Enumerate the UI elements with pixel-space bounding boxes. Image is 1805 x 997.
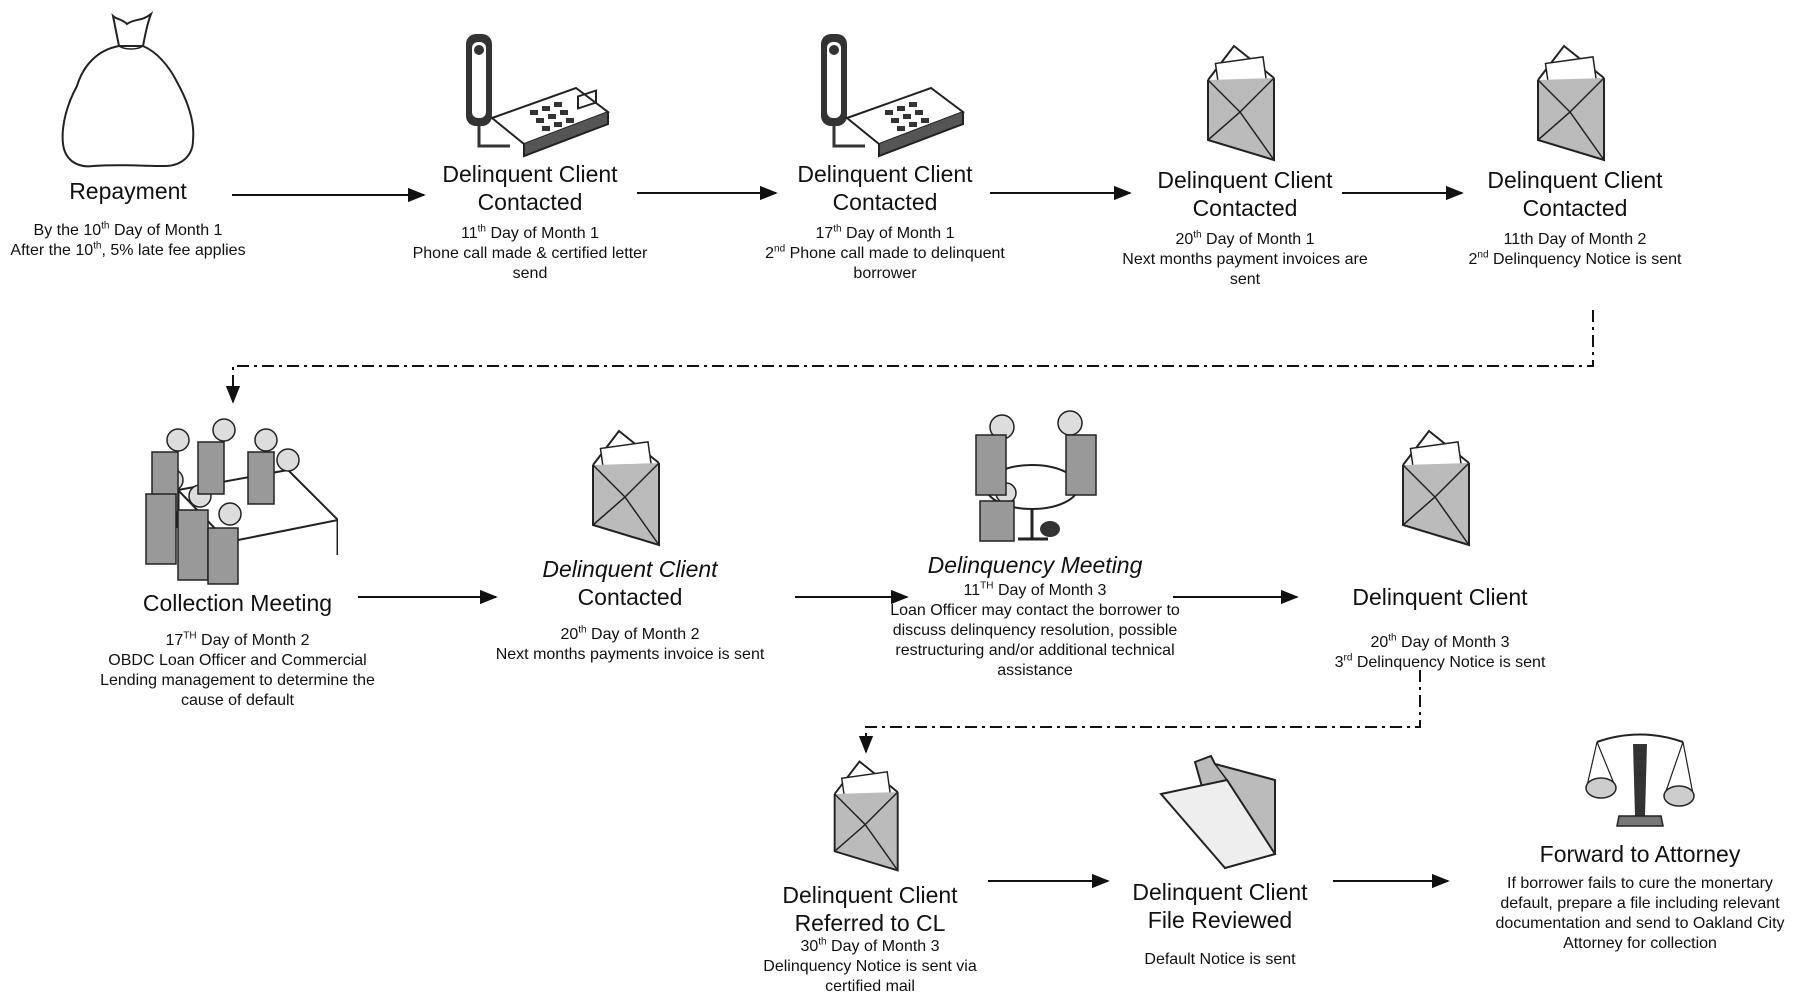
envelope-icon bbox=[1537, 44, 1605, 162]
node-repayment: Repayment By the 10th Day of Month 1 Aft… bbox=[0, 8, 256, 261]
desc-line: After the 10th, 5% late fee applies bbox=[10, 240, 246, 259]
envelope-icon bbox=[1402, 429, 1470, 547]
node-attorney: Forward to Attorney If borrower fails to… bbox=[1475, 730, 1805, 954]
desc-line: 2nd Phone call made to delinquent borrow… bbox=[765, 243, 1005, 282]
envelope-icon bbox=[592, 429, 660, 547]
telephone-icon bbox=[466, 34, 610, 158]
node-collection-meeting: Collection Meeting 17TH Day of Month 2 O… bbox=[80, 410, 395, 711]
desc-line: 20th Day of Month 1 bbox=[1175, 229, 1315, 248]
desc-line: 11TH Day of Month 3 bbox=[963, 580, 1107, 599]
desc-line: Loan Officer may contact the borrower to… bbox=[890, 602, 1180, 679]
connector-row2-to-row3 bbox=[858, 670, 1421, 754]
desc-line: Default Notice is sent bbox=[1144, 951, 1296, 968]
desc-line: Next months payments invoice is sent bbox=[495, 646, 765, 663]
desc-line: 11th Day of Month 1 bbox=[461, 223, 599, 242]
desc-line: 30th Day of Month 3 bbox=[800, 936, 940, 955]
desc-line: If borrower fails to cure the monertary … bbox=[1495, 875, 1785, 952]
connector-row1-to-row2 bbox=[225, 310, 1594, 404]
desc-line: 17TH Day of Month 2 bbox=[165, 630, 310, 649]
meeting-icon bbox=[975, 410, 1097, 542]
node-delinquency-meeting: Delinquency Meeting 11TH Day of Month 3 … bbox=[870, 405, 1200, 681]
desc-line: 2nd Delinquency Notice is sent bbox=[1468, 249, 1682, 268]
envelope-icon bbox=[833, 760, 899, 872]
folder-icon bbox=[1159, 754, 1277, 870]
node-title: Forward to Attorney bbox=[1539, 841, 1741, 867]
money-bag-icon bbox=[61, 10, 195, 168]
desc-line: 11th Day of Month 2 bbox=[1503, 231, 1647, 248]
node-title: Delinquency Meeting bbox=[927, 552, 1143, 578]
telephone-icon bbox=[821, 34, 965, 158]
node-delinquent-client: Delinquent Client 20th Day of Month 3 3r… bbox=[1290, 425, 1590, 673]
node-title: Delinquent Client bbox=[1352, 584, 1528, 610]
desc-line: By the 10th Day of Month 1 bbox=[33, 220, 223, 239]
desc-line: Phone call made & certified letter send bbox=[412, 245, 648, 282]
envelope-icon bbox=[1207, 44, 1275, 162]
desc-line: 17th Day of Month 1 bbox=[815, 223, 955, 242]
desc-line: 3rd Delinquency Notice is sent bbox=[1334, 652, 1546, 671]
desc-line: Next months payment invoices are sent bbox=[1122, 251, 1368, 288]
desc-line: 20th Day of Month 2 bbox=[560, 624, 700, 643]
desc-line: Delinquency Notice is sent via certified… bbox=[763, 958, 977, 995]
desc-line: OBDC Loan Officer and Commercial Lending… bbox=[100, 652, 375, 709]
meeting-table-icon bbox=[144, 418, 338, 585]
desc-line: 20th Day of Month 3 bbox=[1370, 632, 1510, 651]
scales-of-justice-icon bbox=[1585, 733, 1695, 827]
node-title: Collection Meeting bbox=[142, 590, 333, 616]
node-title: Repayment bbox=[69, 178, 187, 204]
